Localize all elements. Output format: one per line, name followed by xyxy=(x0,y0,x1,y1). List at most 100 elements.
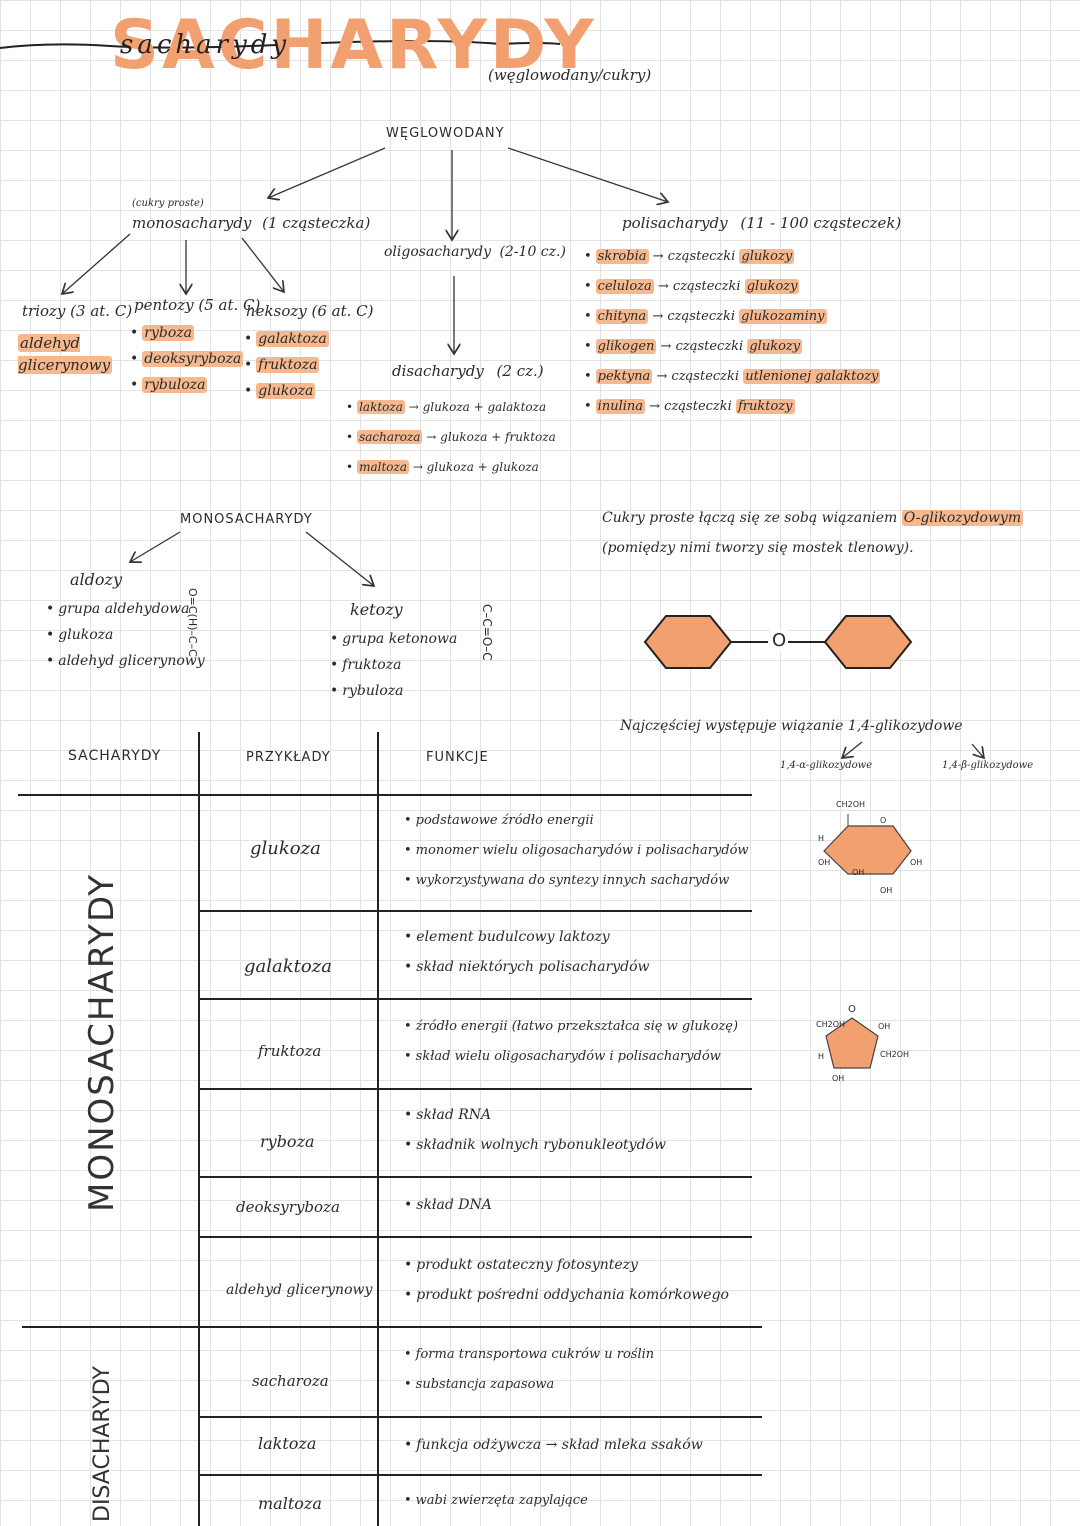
list-item: forma transportowa cukrów u roślin xyxy=(404,1340,654,1370)
header-rule xyxy=(0,40,561,49)
mono-count: (1 cząsteczka) xyxy=(262,214,371,232)
row-example: maltoza xyxy=(258,1494,322,1513)
oligo-count: (2-10 cz.) xyxy=(499,244,566,260)
table-header-functions: FUNKCJE xyxy=(426,750,489,765)
row-example: aldehyd glicerynowy xyxy=(226,1282,373,1298)
row-functions: forma transportowa cukrów u roślin subst… xyxy=(404,1340,654,1400)
fructose-ring xyxy=(825,1017,879,1069)
fructose-ch2oh-right: CH2OH xyxy=(880,1050,910,1059)
oligo-label-text: oligosacharydy xyxy=(384,244,491,260)
list-item: laktoza → glukoza + galaktoza xyxy=(346,392,556,422)
list-item: inulina → cząsteczki fruktozy xyxy=(584,392,880,422)
oligo-label: oligosacharydy (2-10 cz.) xyxy=(384,244,566,260)
row-example: sacharoza xyxy=(252,1372,329,1390)
glycosidic-bridge xyxy=(643,615,913,669)
mono-label: monosacharydy (1 cząsteczka) xyxy=(132,214,370,232)
bond-alpha: 1,4-α-glikozydowe xyxy=(780,760,873,771)
list-item: skrobia → cząsteczki glukozy xyxy=(584,242,880,272)
fructose-oh: OH xyxy=(878,1022,891,1031)
list-item: fruktoza xyxy=(244,352,329,378)
list-item: glukoza xyxy=(244,378,329,404)
poly-label-text: polisacharydy xyxy=(622,214,728,232)
glucose-oh-b2: OH xyxy=(880,886,893,895)
row-functions: funkcja odżywcza → skład mleka ssaków xyxy=(404,1430,702,1460)
script-title: sacharydy xyxy=(120,30,291,60)
table-divider xyxy=(22,1326,762,1328)
table-divider xyxy=(198,1176,752,1178)
row-functions: element budulcowy laktozy skład niektóry… xyxy=(404,922,650,982)
table-divider xyxy=(198,732,200,1526)
fructose-h: H xyxy=(818,1052,825,1061)
poly-label: polisacharydy (11 - 100 cząsteczek) xyxy=(622,214,901,232)
list-item: wykorzystywana do syntezy innych sachary… xyxy=(404,866,749,896)
list-item: grupa ketonowa xyxy=(330,626,457,652)
row-example: deoksyryboza xyxy=(236,1198,340,1216)
list-item: aldehyd glicerynowy xyxy=(46,648,204,674)
row-example: laktoza xyxy=(258,1434,317,1453)
list-item: galaktoza xyxy=(244,326,329,352)
list-item: rybuloza xyxy=(130,372,243,398)
list-item: skład DNA xyxy=(404,1190,492,1220)
bond-highlight: O-glikozydowym xyxy=(901,510,1024,526)
pentoses-label: pentozy (5 at. C) xyxy=(134,296,261,314)
glucose-oh-bottom: OH xyxy=(852,868,865,877)
row-functions: wabi zwierzęta zapylające xyxy=(404,1486,588,1516)
aldo-formula: O=C(H)–C–C xyxy=(186,588,199,657)
poly-list: skrobia → cząsteczki glukozy celuloza → … xyxy=(584,242,881,422)
list-item: fruktoza xyxy=(330,652,457,678)
list-item: produkt ostateczny fotosyntezy xyxy=(404,1250,729,1280)
row-functions: skład DNA xyxy=(404,1190,492,1220)
glucose-o: O xyxy=(880,816,887,825)
table-divider xyxy=(198,998,752,1000)
row-example: ryboza xyxy=(260,1132,315,1151)
hexoses-list: galaktoza fruktoza glukoza xyxy=(244,326,329,404)
tree-root: WĘGLOWODANY xyxy=(386,126,505,141)
list-item: maltoza → glukoza + glukoza xyxy=(346,452,556,482)
bridge-oxygen: O xyxy=(770,630,789,651)
list-item: monomer wielu oligosacharydów i polisach… xyxy=(404,836,749,866)
bond-line-2: (pomiędzy nimi tworzy się mostek tlenowy… xyxy=(602,540,914,556)
table-divider xyxy=(18,794,752,796)
list-item: grupa aldehydowa xyxy=(46,596,205,622)
row-example: glukoza xyxy=(250,838,321,859)
mono-section-title: MONOSACHARYDY xyxy=(180,512,313,527)
trioses-item-text: aldehyd glicerynowy xyxy=(18,334,113,374)
bond-line-1: Cukry proste łączą się ze sobą wiązaniem… xyxy=(602,510,1024,526)
list-item: składnik wolnych rybonukleotydów xyxy=(404,1130,666,1160)
mono-label-text: monosacharydy xyxy=(132,214,252,232)
fructose-ch2oh-left: CH2OH xyxy=(816,1020,846,1029)
poly-count: (11 - 100 cząsteczek) xyxy=(740,214,902,232)
di-label-text: disacharydy xyxy=(392,362,484,380)
aldoses-list: grupa aldehydowa glukoza aldehyd glicery… xyxy=(46,596,205,674)
row-functions: źródło energii (łatwo przekształca się w… xyxy=(404,1012,738,1072)
table-divider xyxy=(198,1474,762,1476)
row-functions: skład RNA składnik wolnych rybonukleotyd… xyxy=(404,1100,666,1160)
di-list: laktoza → glukoza + galaktoza sacharoza … xyxy=(346,392,556,482)
aldoses-label: aldozy xyxy=(70,570,122,589)
ketoses-label: ketozy xyxy=(350,600,403,619)
glucose-h: H xyxy=(818,834,825,843)
table-divider xyxy=(377,732,379,1526)
di-label: disacharydy (2 cz.) xyxy=(392,362,544,380)
list-item: ryboza xyxy=(130,320,243,346)
list-item: substancja zapasowa xyxy=(404,1370,654,1400)
trioses-label: triozy (3 at. C) xyxy=(22,302,133,320)
glucose-ch2oh: CH2OH xyxy=(836,800,866,809)
mono-note: (cukry proste) xyxy=(132,198,204,209)
list-item: chityna → cząsteczki glukozaminy xyxy=(584,302,880,332)
subtitle: (węglowodany/cukry) xyxy=(488,66,652,84)
list-item: źródło energii (łatwo przekształca się w… xyxy=(404,1012,738,1042)
list-item: podstawowe źródło energii xyxy=(404,806,749,836)
list-item: rybuloza xyxy=(330,678,457,704)
list-item: produkt pośredni oddychania komórkowego xyxy=(404,1280,729,1310)
list-item: skład wielu oligosacharydów i polisachar… xyxy=(404,1042,738,1072)
trioses-item: aldehyd glicerynowy xyxy=(18,332,128,376)
list-item: pektyna → cząsteczki utlenionej galaktoz… xyxy=(584,362,881,392)
group-mono: MONOSACHARYDY xyxy=(82,872,122,1212)
keto-formula: C–C=O–C xyxy=(480,604,494,661)
list-item: skład niektórych polisacharydów xyxy=(404,952,649,982)
list-item: glukoza xyxy=(46,622,205,648)
glucose-oh-left: OH xyxy=(818,858,831,867)
table-divider xyxy=(198,1416,762,1418)
list-item: element budulcowy laktozy xyxy=(404,922,650,952)
